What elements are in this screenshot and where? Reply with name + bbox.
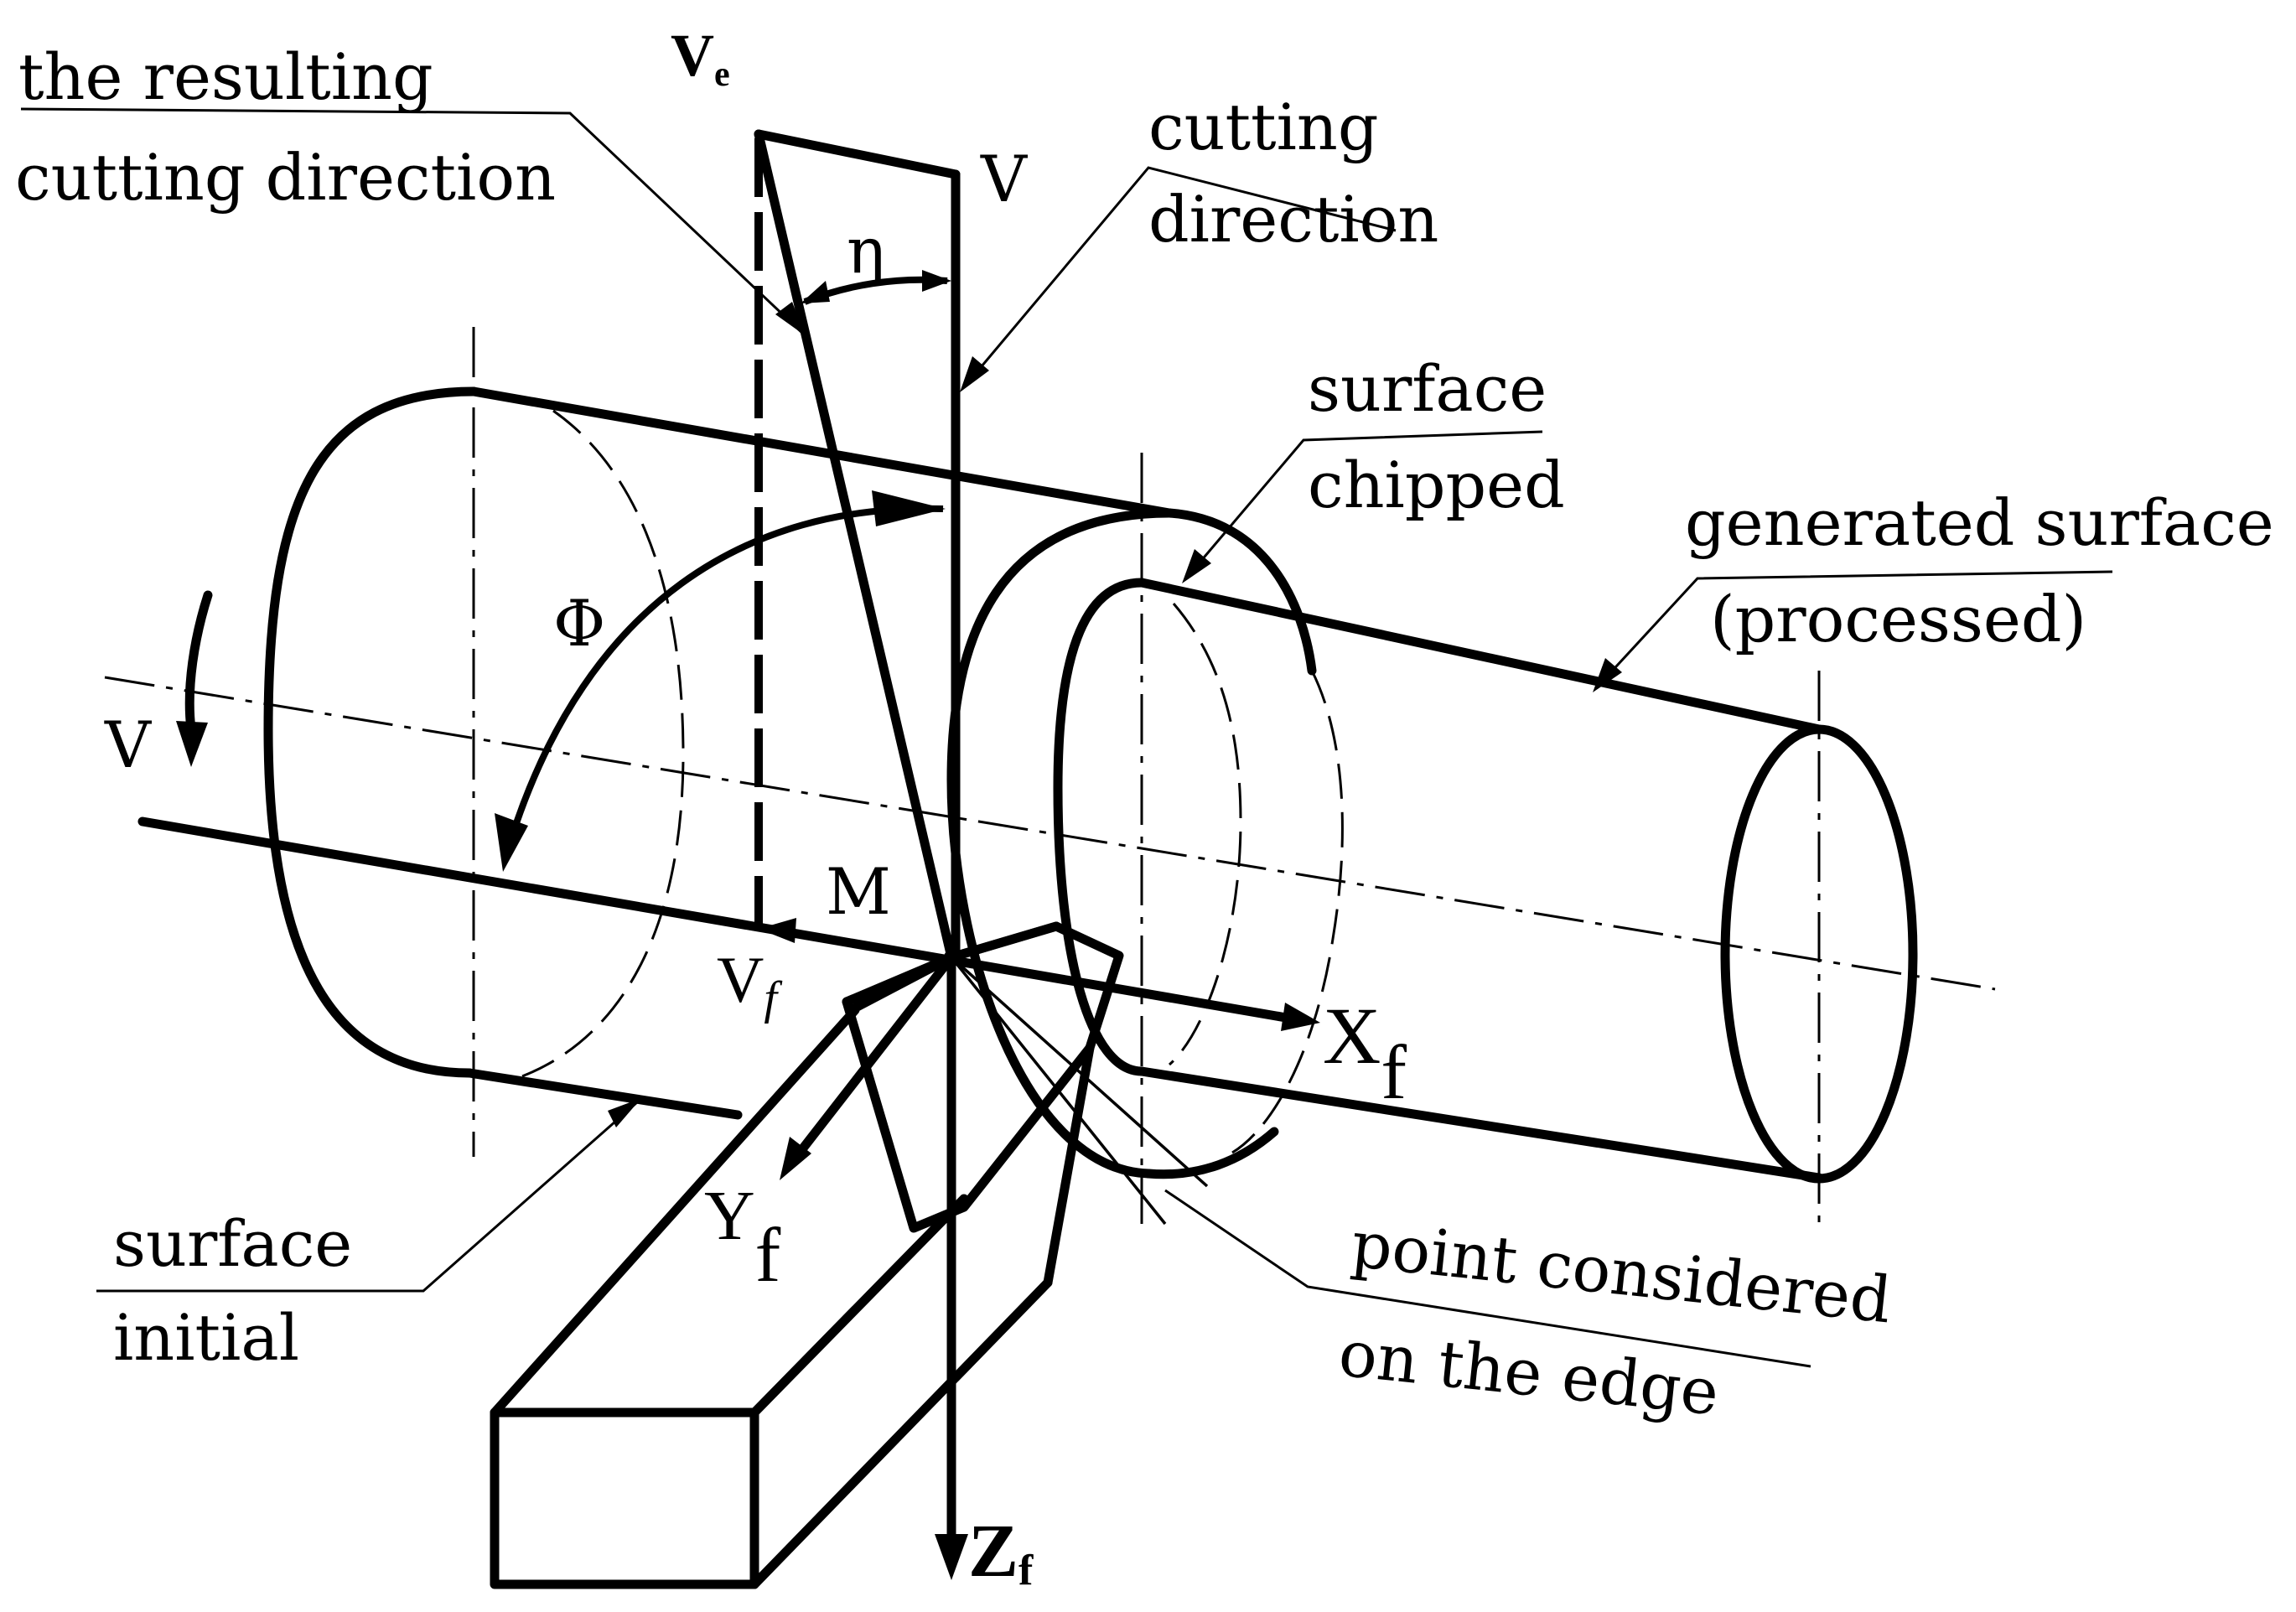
- leader-generated-surface: [1595, 570, 2113, 689]
- small-cylinder-left-face: [1053, 578, 1147, 1076]
- small-cylinder-top-edge: [1137, 578, 1824, 734]
- leader-resulting-arrowhead: [775, 302, 805, 335]
- small-cylinder-hidden-arc: [1169, 603, 1242, 1066]
- leader-point-considered: [1164, 1189, 1811, 1368]
- tool-edge-b: [946, 921, 1061, 962]
- label-point-line2: on the edge: [1335, 1315, 1723, 1429]
- label-resulting-line2: cutting direction: [15, 140, 556, 215]
- tool-shank-bottom-right: [749, 1278, 1053, 1589]
- labels: the resulting cutting direction Ve V η c…: [15, 22, 2274, 1594]
- eta-arrow-left: [801, 281, 830, 303]
- label-phi: Φ: [553, 586, 605, 661]
- label-vf: Vf: [717, 943, 783, 1024]
- label-cutting-line2: direction: [1148, 182, 1438, 257]
- leader-generated-arrowhead: [1593, 658, 1622, 692]
- label-generated-line2: (processed): [1710, 582, 2086, 656]
- point-m-marker: [944, 950, 959, 965]
- tool-shank-top-left: [490, 1005, 860, 1418]
- leader-initial-surface: [96, 1101, 638, 1293]
- shoulder-hidden-right-arc: [1231, 670, 1344, 1154]
- phi-angle: [495, 490, 946, 872]
- v-top-connector: [754, 129, 961, 179]
- label-chipped-line1: surface: [1308, 351, 1547, 426]
- label-point-line1: point considered: [1348, 1206, 1894, 1337]
- yf-axis-line: [791, 952, 956, 1162]
- xf-axis-line: [137, 816, 1296, 1024]
- label-eta: η: [847, 213, 885, 288]
- zf-arrowhead: [935, 1534, 968, 1580]
- ve-vector-line: [754, 129, 956, 962]
- label-initial-line1: surface: [113, 1206, 352, 1281]
- label-v-top: V: [980, 142, 1028, 216]
- large-cylinder-left-face: [263, 386, 479, 1078]
- label-generated-line1: generated surface: [1685, 485, 2274, 560]
- label-ve: Ve: [671, 22, 730, 94]
- leader-initial-arrowhead: [608, 1098, 641, 1127]
- label-chipped-line2: chipped: [1308, 448, 1565, 522]
- leader-chipped-arrowhead: [1182, 549, 1211, 583]
- xf-axis: [137, 816, 1320, 1031]
- xf-arrowhead: [1281, 1003, 1320, 1031]
- label-v-left: V: [104, 708, 152, 782]
- leader-cutting-direction: [962, 166, 1397, 388]
- phi-arc: [508, 505, 944, 840]
- label-yf: Yf: [704, 1177, 781, 1298]
- generated-surface-cylinder: [1053, 578, 1918, 1232]
- leader-chipped-surface: [1184, 430, 1543, 579]
- tool-edge-a: [846, 952, 956, 1015]
- yf-axis: [780, 952, 956, 1180]
- zf-axis: [935, 952, 968, 1580]
- vf-arrowhead: [759, 918, 796, 943]
- point-leader-ray-2: [950, 956, 1167, 1226]
- label-cutting-line1: cutting: [1148, 90, 1379, 164]
- label-xf: Xf: [1323, 991, 1407, 1115]
- label-initial-line2: initial: [113, 1300, 299, 1375]
- phi-arrow-bottom: [495, 813, 528, 872]
- shoulder-outer-ellipse-bottom: [1143, 1127, 1279, 1179]
- label-zf: Zf: [968, 1510, 1034, 1594]
- label-resulting-line1: the resulting: [18, 39, 433, 114]
- tool-rake-face: [842, 997, 1095, 1233]
- cutting-velocity-v: [754, 129, 961, 962]
- cutting-tool: [490, 921, 1124, 1589]
- rotation-arrowhead: [176, 721, 208, 767]
- small-cylinder-bottom-edge: [1137, 1066, 1824, 1183]
- point-leader-ray-1: [950, 956, 1209, 1188]
- label-m-point: M: [826, 854, 891, 929]
- tool-shank-top-right: [749, 1194, 969, 1418]
- phi-arrow-top: [872, 490, 946, 526]
- initial-workpiece-cylinder: [263, 327, 1174, 1157]
- tool-shank-front-face: [490, 1407, 759, 1589]
- rotation-arrow: [176, 590, 213, 767]
- rotation-arrow-curve: [184, 590, 213, 734]
- large-cylinder-hidden-arc: [519, 409, 685, 1079]
- chipped-surface-ring: [946, 453, 1344, 1224]
- leader-cutting-arrowhead: [960, 356, 989, 392]
- eta-arrow-right: [922, 270, 951, 292]
- workpiece-axis-centerline: [104, 676, 1996, 991]
- eta-angle: [801, 270, 951, 305]
- large-cylinder-bottom-edge: [464, 1068, 743, 1120]
- leader-resulting-direction: [20, 107, 806, 337]
- large-cylinder-top-edge: [469, 386, 1174, 518]
- yf-arrowhead: [780, 1137, 811, 1180]
- shoulder-outer-ellipse-right: [1164, 508, 1317, 676]
